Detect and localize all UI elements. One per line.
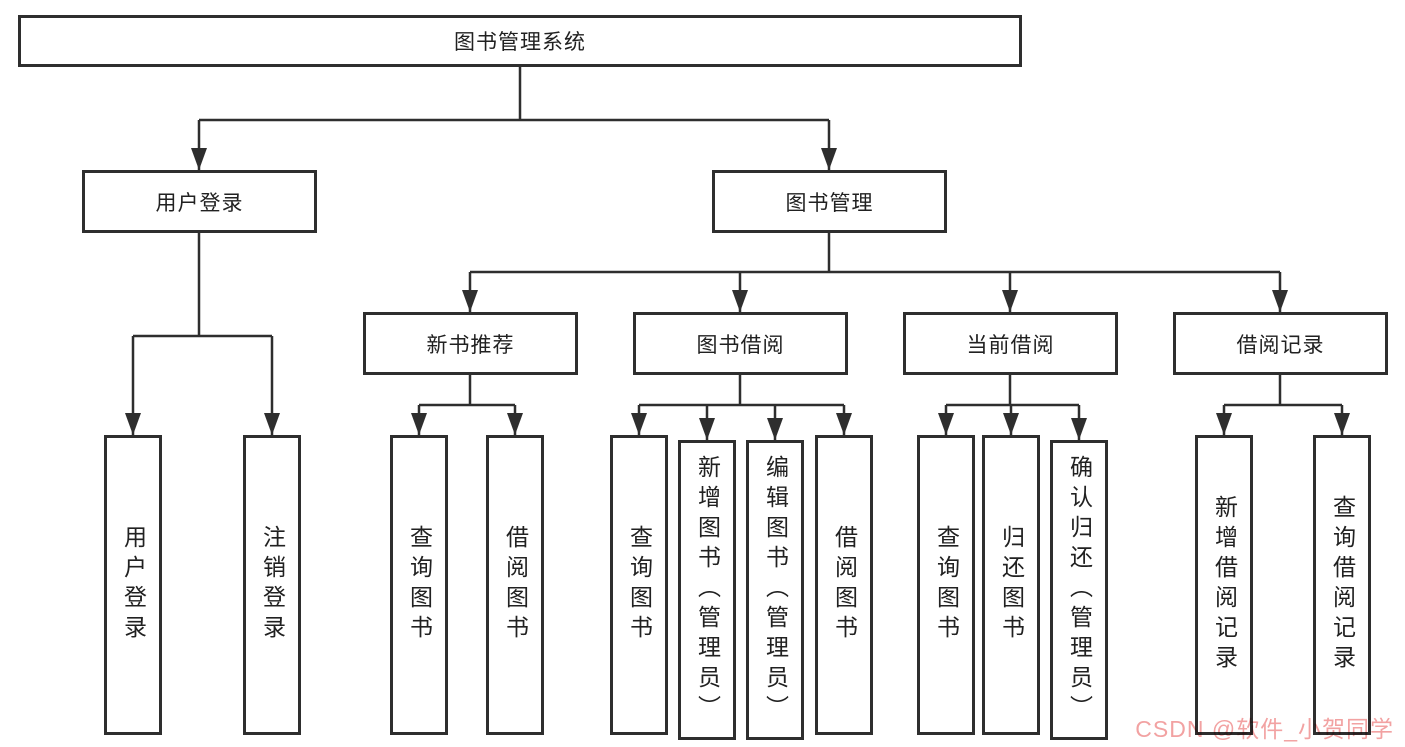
leaf-label: 归还图书 [998, 525, 1025, 645]
leaf-query-borrow-record: 查询借阅记录 [1313, 435, 1371, 735]
leaf-logout: 注销登录 [243, 435, 301, 735]
node-label: 图书管理 [785, 191, 874, 215]
node-current-borrowing: 当前借阅 [903, 312, 1118, 375]
leaf-borrow-books-recommend: 借阅图书 [486, 435, 544, 735]
leaf-label: 编辑图书（管理员） [762, 455, 789, 725]
leaf-add-book-admin: 新增图书（管理员） [678, 440, 736, 740]
leaf-label: 新增借阅记录 [1211, 495, 1238, 675]
node-borrowing-records: 借阅记录 [1173, 312, 1388, 375]
leaf-query-books-recommend: 查询图书 [390, 435, 448, 735]
leaf-label: 借阅图书 [502, 525, 529, 645]
leaf-label: 查询图书 [406, 525, 433, 645]
node-label: 图书借阅 [696, 333, 785, 357]
leaf-query-books-current: 查询图书 [917, 435, 975, 735]
leaf-label: 注销登录 [259, 525, 286, 645]
node-label: 图书管理系统 [454, 31, 586, 54]
leaf-label: 借阅图书 [831, 525, 858, 645]
leaf-edit-book-admin: 编辑图书（管理员） [746, 440, 804, 740]
leaf-label: 查询图书 [626, 525, 653, 645]
leaf-label: 查询借阅记录 [1329, 495, 1356, 675]
node-label: 用户登录 [155, 191, 244, 215]
node-label: 新书推荐 [426, 333, 515, 357]
node-new-book-recommendation: 新书推荐 [363, 312, 578, 375]
node-book-borrowing: 图书借阅 [633, 312, 848, 375]
node-label: 借阅记录 [1236, 333, 1325, 357]
arrowheads [125, 148, 1350, 440]
leaf-user-login: 用户登录 [104, 435, 162, 735]
leaf-label: 查询图书 [933, 525, 960, 645]
node-user-login: 用户登录 [82, 170, 317, 233]
leaf-add-borrow-record: 新增借阅记录 [1195, 435, 1253, 735]
leaf-label: 确认归还（管理员） [1066, 455, 1093, 725]
leaf-return-books: 归还图书 [982, 435, 1040, 735]
node-book-management: 图书管理 [712, 170, 947, 233]
node-label: 当前借阅 [966, 333, 1055, 357]
leaf-label: 用户登录 [120, 525, 147, 645]
leaf-borrow-books: 借阅图书 [815, 435, 873, 735]
leaf-confirm-return-admin: 确认归还（管理员） [1050, 440, 1108, 740]
csdn-watermark: CSDN @软件_小贺同学 [1135, 716, 1394, 742]
leaf-query-books-borrow: 查询图书 [610, 435, 668, 735]
leaf-label: 新增图书（管理员） [694, 455, 721, 725]
node-library-management-system: 图书管理系统 [18, 15, 1022, 67]
